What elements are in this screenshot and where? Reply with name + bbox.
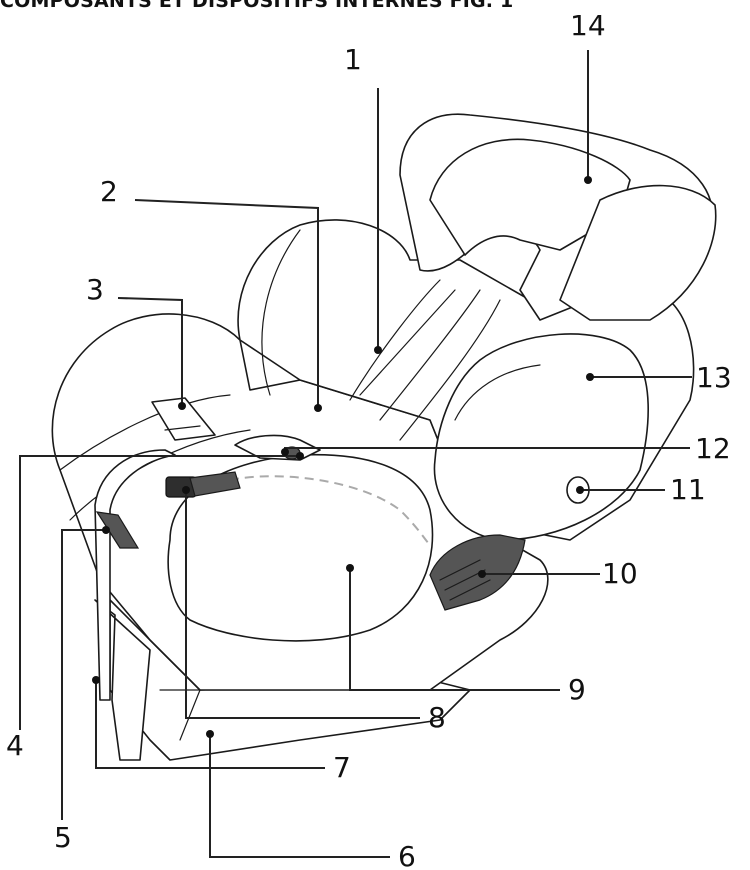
- recline-handle: [429, 534, 526, 611]
- callout-3: 3: [86, 273, 104, 306]
- harness-buckle: [165, 471, 241, 498]
- callout-4: 4: [6, 729, 24, 762]
- callout-7: 7: [333, 751, 351, 784]
- callout-5: 5: [54, 821, 72, 854]
- callout-9: 9: [568, 673, 586, 706]
- callout-6: 6: [398, 840, 416, 870]
- side-impact-protection: [433, 333, 649, 541]
- callout-1: 1: [344, 43, 362, 76]
- callout-11: 11: [670, 473, 706, 506]
- callout-2: 2: [100, 175, 118, 208]
- callout-13: 13: [696, 361, 732, 394]
- callout-14: 14: [570, 9, 606, 42]
- callout-8: 8: [428, 701, 446, 734]
- callout-10: 10: [602, 557, 638, 590]
- headrest: [399, 113, 717, 321]
- belt-guide: [151, 397, 216, 441]
- seat-cushion: [167, 453, 434, 642]
- callout-12: 12: [695, 432, 731, 465]
- page-title: COMPOSANTS ET DISPOSITIFS INTERNES FIG. …: [0, 0, 514, 12]
- leader-lines: [19, 50, 692, 858]
